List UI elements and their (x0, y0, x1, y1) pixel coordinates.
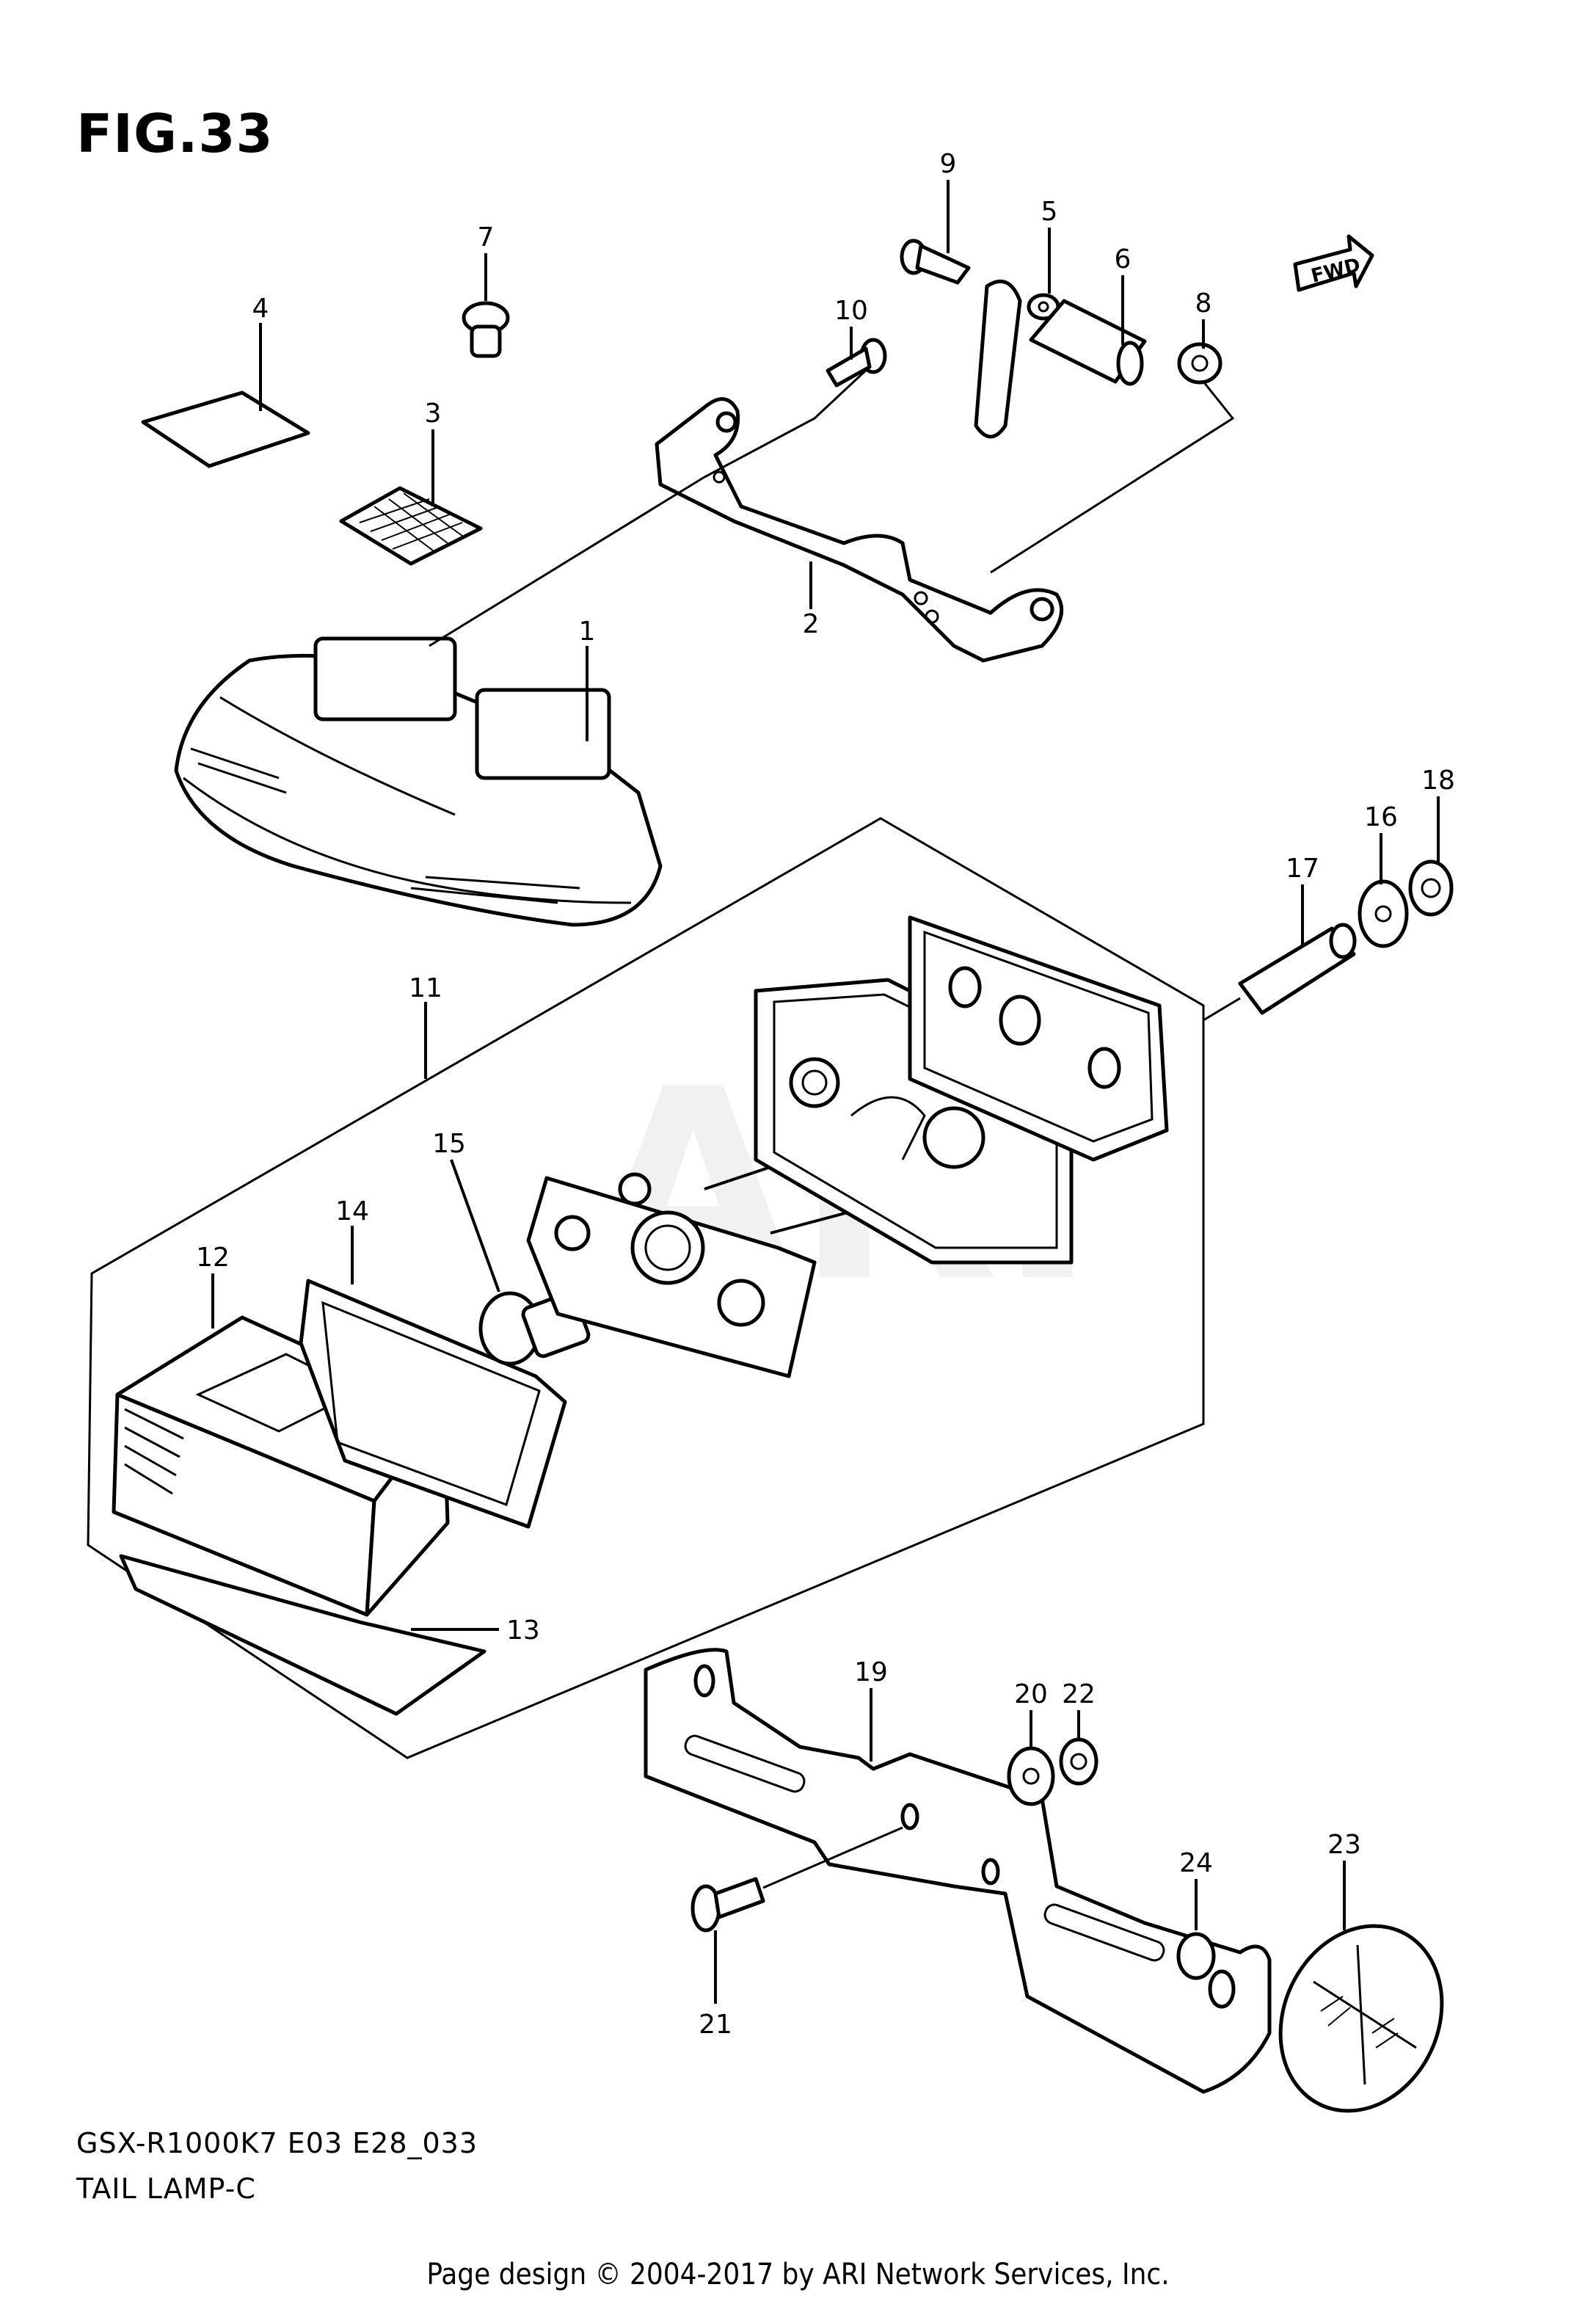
callout-24: 24 (1179, 1848, 1213, 1878)
part-8-nut (1177, 319, 1222, 385)
callout-2: 2 (803, 609, 820, 639)
callout-21: 21 (699, 2010, 732, 2040)
part-19-bracket (644, 1648, 1272, 2094)
part-14-gasket (299, 1226, 567, 1529)
part-23-cap (1278, 1861, 1444, 2113)
part-7-grommet (462, 253, 510, 358)
callout-12: 12 (196, 1243, 230, 1273)
callout-20: 20 (1014, 1679, 1048, 1709)
part-17-stud (1238, 884, 1357, 1015)
copyright-footer: Page design © 2004-2017 by ARI Network S… (426, 2258, 1170, 2291)
callout-22: 22 (1062, 1679, 1096, 1709)
callout-11: 11 (409, 973, 442, 1003)
part-9-screw (900, 180, 971, 285)
callout-7: 7 (478, 222, 495, 252)
part-6-spacer (1029, 275, 1147, 386)
callout-6: 6 (1115, 244, 1132, 275)
part-16-washer (1358, 833, 1409, 948)
part-20-washer (1007, 1710, 1055, 1806)
part-5-washer (1027, 228, 1060, 321)
callout-17: 17 (1286, 854, 1319, 884)
part-22-nut (1059, 1710, 1098, 1786)
back-gasket (908, 915, 1169, 1162)
callout-5: 5 (1041, 197, 1058, 227)
rubber-strap (974, 279, 1022, 439)
callout-14: 14 (335, 1196, 369, 1226)
callout-4: 4 (252, 294, 269, 324)
callout-10: 10 (834, 296, 868, 326)
part-2-bracket (655, 397, 1064, 663)
callout-3: 3 (425, 399, 442, 429)
model-code: GSX-R1000K7 E03 E28_033 (76, 2127, 478, 2159)
part-11-frame (87, 817, 1205, 1759)
part-1-tail-lamp (174, 636, 663, 927)
callout-15: 15 (432, 1129, 466, 1159)
callout-1: 1 (579, 617, 596, 647)
assembly-name: TAIL LAMP-C (76, 2173, 256, 2205)
callout-9: 9 (940, 149, 957, 179)
part-18-nut (1408, 796, 1454, 917)
part-10-screw (826, 327, 887, 388)
callout-16: 16 (1364, 802, 1398, 832)
part-21-bolt (690, 1826, 903, 2004)
part-3-reflector (339, 429, 483, 566)
figure-title: FIG.33 (76, 103, 274, 164)
part-24-nut (1176, 1879, 1216, 1980)
callout-19: 19 (854, 1657, 888, 1687)
callout-13: 13 (506, 1615, 540, 1646)
callout-23: 23 (1327, 1830, 1361, 1860)
callout-8: 8 (1195, 288, 1212, 319)
callout-18: 18 (1421, 766, 1455, 796)
part-13-gasket (119, 1554, 499, 1716)
part-4-plate (141, 323, 310, 468)
fwd-arrow-icon: FWD (1293, 234, 1374, 292)
